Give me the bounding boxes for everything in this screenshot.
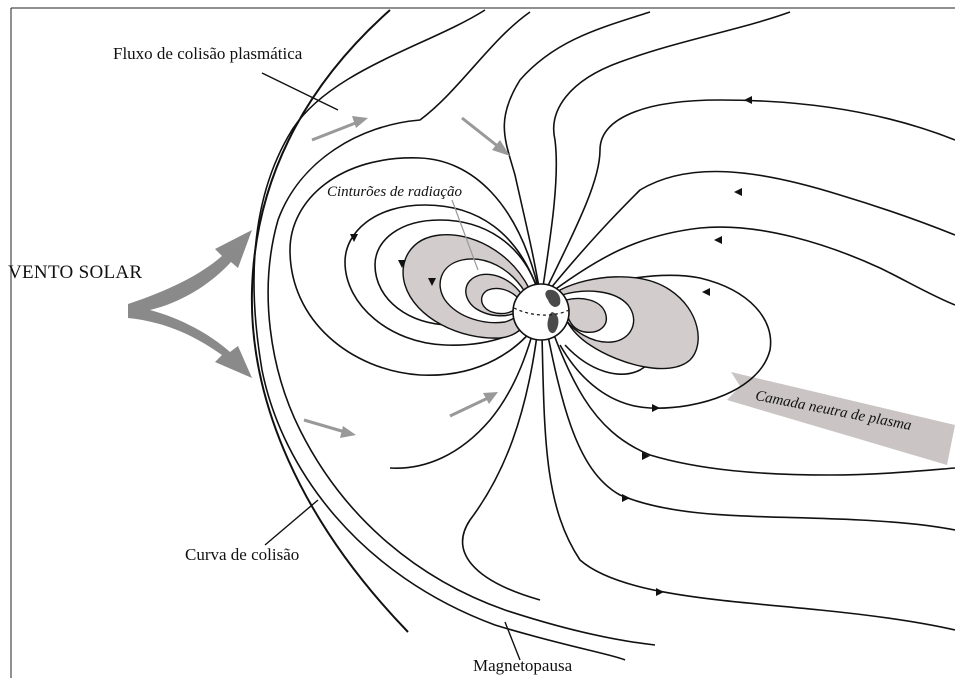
sheath-flow-line — [267, 11, 656, 646]
radiation-belt-left-center — [481, 287, 519, 315]
solar-wind-arrow — [128, 230, 252, 378]
label-leader-lines — [261, 72, 521, 661]
earth-globe — [512, 283, 570, 341]
cusp-field-lines — [389, 11, 791, 469]
bow-shock-label: Curva de colisão — [185, 545, 300, 564]
bow-flow-label: Fluxo de colisão plasmática — [113, 44, 303, 63]
earth-continent-north — [545, 289, 561, 307]
magnetopause-boundary — [253, 9, 626, 661]
plasma-sheet-band — [727, 372, 955, 465]
radiation-belt-right-core — [565, 297, 607, 333]
radiation-belts — [402, 234, 699, 370]
radiation-belt-pointer — [451, 199, 479, 271]
radiation-belts-label: Cinturões de radiação — [327, 184, 462, 200]
bow-shock-curve — [250, 9, 409, 633]
field-line-arrowheads — [350, 96, 752, 596]
solar-wind-label: VENTO SOLAR — [8, 262, 143, 283]
earth-continent-south — [547, 312, 559, 334]
sheath-flow-arrows — [303, 116, 510, 438]
nightside-field-lines — [461, 99, 955, 631]
magnetopause-label: Magnetopausa — [473, 656, 573, 675]
